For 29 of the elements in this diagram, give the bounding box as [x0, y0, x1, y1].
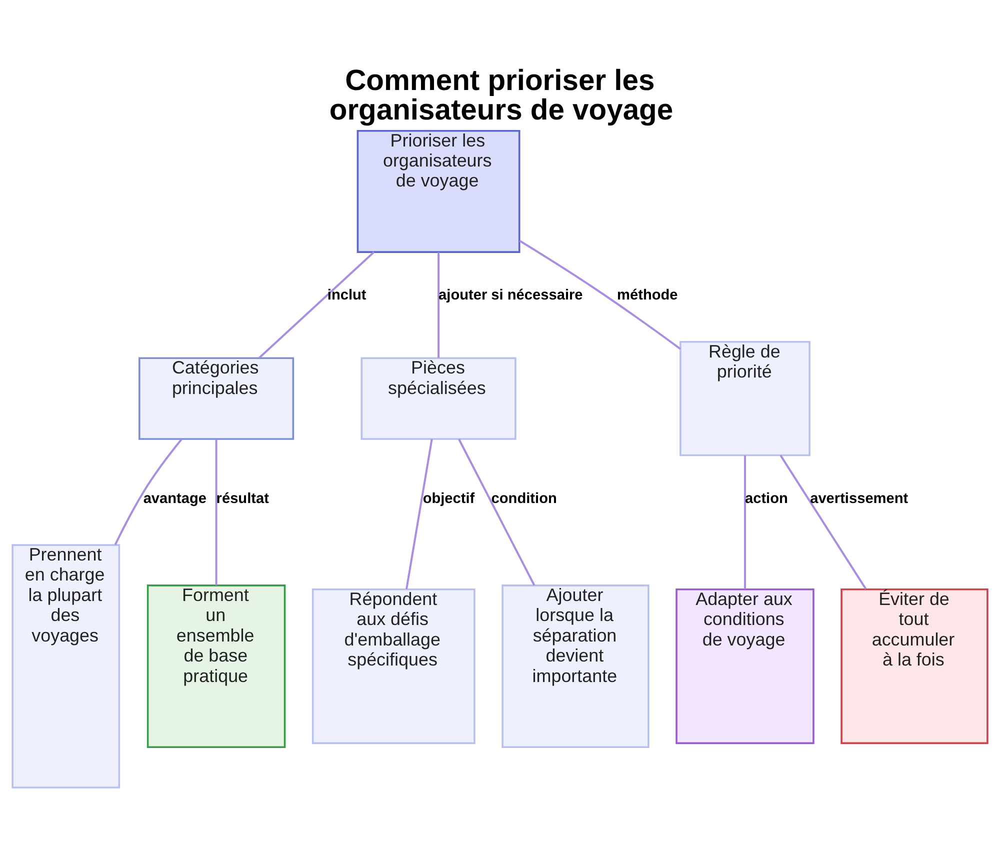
edge-label: action: [744, 490, 788, 506]
diagram-title: Comment prioriser les organisateurs de voyage: [329, 64, 674, 126]
connector: [258, 250, 375, 358]
connector: [114, 438, 182, 545]
edge-label: avantage: [143, 490, 207, 506]
edge-label: résultat: [216, 490, 269, 506]
node-box: Catégories principales: [138, 356, 294, 440]
connector: [519, 239, 681, 350]
node-box: Prioriser les organisateurs de voyage: [356, 129, 520, 252]
node-box: Ajouter lorsque la séparation devient importante: [502, 584, 650, 748]
node-box: Répondent aux défis d'emballage spécifiques: [312, 588, 476, 744]
connector: [406, 438, 433, 589]
connector: [744, 454, 746, 588]
connector: [458, 438, 536, 586]
edge-label: inclut: [327, 287, 366, 304]
connector: [438, 252, 440, 358]
edge-label: ajouter si nécessaire: [438, 287, 583, 304]
node-box: Adapter aux conditions de voyage: [676, 588, 814, 744]
edge-label: condition: [491, 490, 557, 506]
node-box: Prennent en charge la plupart des voyages: [12, 544, 120, 788]
connector: [780, 454, 867, 589]
edge-label: avertissement: [810, 490, 908, 506]
connector: [215, 438, 218, 585]
node-box: Pièces spécialisées: [360, 356, 516, 440]
node-box: Règle de priorité: [680, 340, 810, 456]
edge-label: objectif: [422, 490, 475, 506]
node-box: Forment un ensemble de base pratique: [146, 584, 286, 748]
edge-label: méthode: [617, 287, 678, 304]
node-box: Éviter de tout accumuler à la fois: [840, 588, 988, 744]
